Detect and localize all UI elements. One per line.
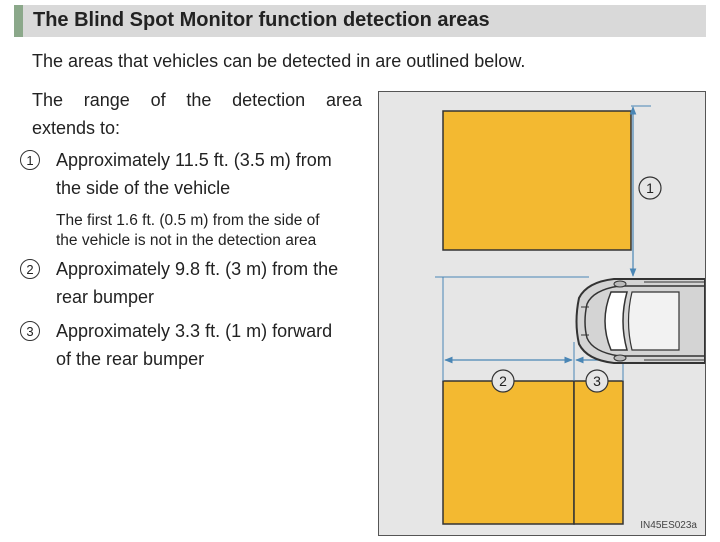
range-line-1: The range of the detection area <box>32 90 362 110</box>
item-2-line-1: Approximately 9.8 ft. (3 m) from the <box>56 259 339 279</box>
header-accent-bar <box>14 5 23 37</box>
item-1-note: The first 1.6 ft. (0.5 m) from the side … <box>56 211 366 251</box>
section-header: The Blind Spot Monitor function detectio… <box>14 5 706 37</box>
label-circle-1 <box>638 176 662 200</box>
item-1-line-2: the side of the vehicle <box>56 178 231 198</box>
range-line-2: extends to: <box>32 118 121 138</box>
detection-area-diagram: 1 2 3 IN45ES023a <box>378 91 706 536</box>
label-3: 3 <box>593 373 601 389</box>
diagram-svg: 1 2 3 IN45ES023a <box>435 105 705 531</box>
range-paragraph: The range of the detection area extends … <box>32 86 362 142</box>
item-3-line-2: of the rear bumper <box>56 349 205 369</box>
figure-code: IN45ES023a <box>640 520 697 531</box>
lower-detection-zone-2 <box>442 380 575 525</box>
intro-text: The areas that vehicles can be detected … <box>32 51 526 71</box>
label-1: 1 <box>646 180 654 196</box>
item-3-line-1: Approximately 3.3 ft. (1 m) forward <box>56 321 333 341</box>
note-line-2: the vehicle is not in the detection area <box>56 232 317 249</box>
item-2-line-2: rear bumper <box>56 287 155 307</box>
list-item-2: 2 Approximately 9.8 ft. (3 m) from the r… <box>20 255 365 311</box>
list-item-1: 1 Approximately 11.5 ft. (3.5 m) from th… <box>20 146 365 202</box>
circled-number-1: 1 <box>20 150 40 170</box>
car-icon <box>575 278 705 364</box>
upper-detection-zone <box>442 110 632 251</box>
label-circle-3 <box>585 369 609 393</box>
circled-number-3: 3 <box>20 321 40 341</box>
label-circle-2 <box>491 369 515 393</box>
circled-number-2: 2 <box>20 259 40 279</box>
note-line-1: The first 1.6 ft. (0.5 m) from the side … <box>56 212 320 229</box>
section-title: The Blind Spot Monitor function detectio… <box>33 9 490 31</box>
lower-detection-zone-3 <box>573 380 624 525</box>
list-item-3: 3 Approximately 3.3 ft. (1 m) forward of… <box>20 317 365 373</box>
label-2: 2 <box>499 373 507 389</box>
item-1-line-1: Approximately 11.5 ft. (3.5 m) from <box>56 150 332 170</box>
